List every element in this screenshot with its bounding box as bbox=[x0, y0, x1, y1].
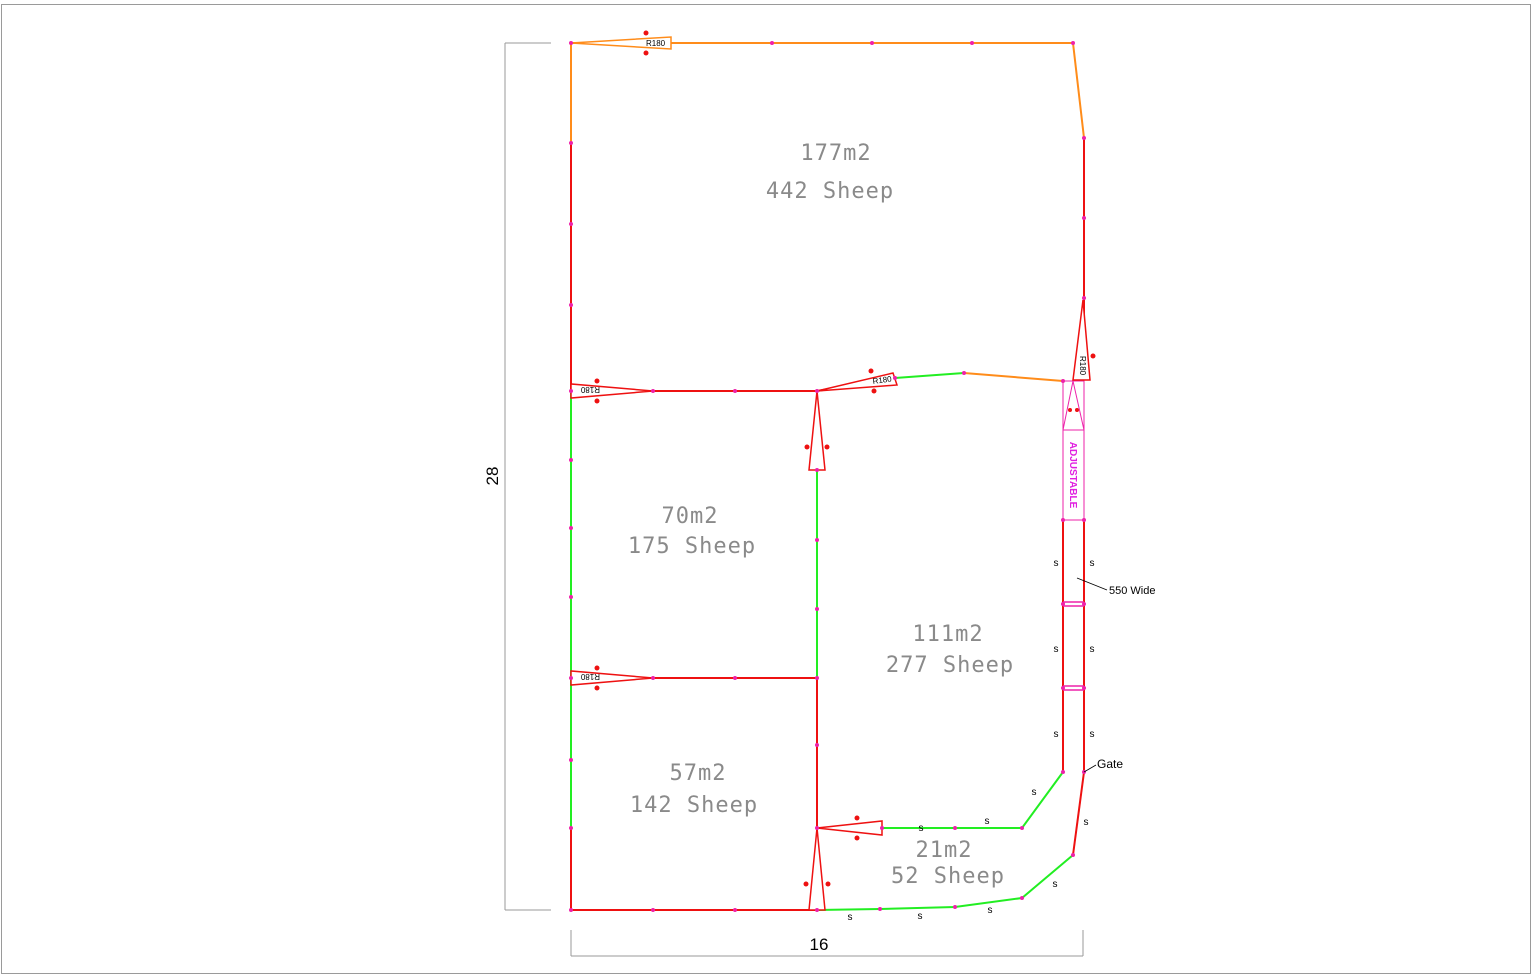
gate-hinge-marks bbox=[594, 30, 1096, 887]
dimension-height bbox=[504, 42, 551, 911]
s-marker-0: s bbox=[1054, 558, 1059, 569]
pen-4-sheep: 142 Sheep bbox=[630, 793, 758, 818]
gate-label-mid-right: R180 bbox=[872, 374, 893, 386]
gate-label-lower-left: R180 bbox=[580, 672, 600, 681]
fence-post-41 bbox=[1071, 853, 1075, 857]
fence-post-6 bbox=[1082, 216, 1086, 220]
fence-post-4 bbox=[1071, 41, 1075, 45]
fence-post-25 bbox=[815, 468, 819, 472]
fence-post-26 bbox=[815, 538, 819, 542]
fence-post-48 bbox=[1082, 602, 1086, 606]
fence-post-3 bbox=[970, 41, 974, 45]
pen-2-sheep: 175 Sheep bbox=[628, 534, 756, 559]
s-marker-9: s bbox=[985, 816, 990, 827]
fence-post-39 bbox=[1061, 770, 1065, 774]
fences-orange bbox=[570, 42, 1085, 382]
s-marker-5: s bbox=[1090, 729, 1095, 740]
gate-leader bbox=[1083, 764, 1097, 773]
pen-1-sheep: 442 Sheep bbox=[766, 179, 894, 204]
fence-post-9 bbox=[569, 222, 573, 226]
fence-post-38 bbox=[1020, 826, 1024, 830]
race-rungs bbox=[1063, 601, 1084, 691]
fence-post-29 bbox=[815, 743, 819, 747]
fence-post-43 bbox=[953, 905, 957, 909]
pen-2-area: 70m2 bbox=[662, 504, 719, 529]
s-marker-4: s bbox=[1054, 729, 1059, 740]
s-marker-1: s bbox=[1090, 558, 1095, 569]
fence-post-46 bbox=[1082, 518, 1086, 522]
gate-label-right: R180 bbox=[1078, 356, 1087, 376]
fence-post-49 bbox=[1061, 686, 1065, 690]
fence-post-19 bbox=[651, 389, 655, 393]
adjustable-section bbox=[1062, 380, 1085, 521]
fence-post-15 bbox=[569, 676, 573, 680]
dimension-height-label: 28 bbox=[483, 467, 502, 486]
pen-4-area: 57m2 bbox=[670, 761, 727, 786]
pen-5-area: 21m2 bbox=[916, 838, 973, 863]
fence-post-22 bbox=[893, 376, 897, 380]
fence-post-14 bbox=[569, 595, 573, 599]
fence-post-0 bbox=[569, 41, 573, 45]
drawing-frame bbox=[1, 4, 1531, 974]
fence-post-1 bbox=[770, 41, 774, 45]
pen-3-area: 111m2 bbox=[912, 622, 983, 647]
s-marker-8: s bbox=[1053, 879, 1058, 890]
fence-post-18 bbox=[569, 908, 573, 912]
fence-post-35 bbox=[733, 908, 737, 912]
fence-post-36 bbox=[880, 826, 884, 830]
fence-post-37 bbox=[953, 826, 957, 830]
gate-arrows bbox=[570, 36, 1091, 911]
s-markers: s s s s s s s s s s s s s s bbox=[848, 558, 1095, 923]
fence-post-34 bbox=[651, 908, 655, 912]
fence-post-42 bbox=[1020, 896, 1024, 900]
fence-post-31 bbox=[815, 908, 819, 912]
fence-posts bbox=[569, 41, 1086, 912]
fence-post-21 bbox=[815, 389, 819, 393]
s-marker-11: s bbox=[848, 912, 853, 923]
fence-post-2 bbox=[870, 41, 874, 45]
s-marker-2: s bbox=[1054, 644, 1059, 655]
s-marker-3: s bbox=[1090, 644, 1095, 655]
fence-post-11 bbox=[569, 389, 573, 393]
s-marker-6: s bbox=[1032, 787, 1037, 798]
fence-post-45 bbox=[1061, 518, 1065, 522]
fence-post-16 bbox=[569, 758, 573, 762]
fence-post-17 bbox=[569, 826, 573, 830]
s-marker-10: s bbox=[919, 823, 924, 834]
fence-post-23 bbox=[962, 371, 966, 375]
fence-post-8 bbox=[569, 141, 573, 145]
pen-1-area: 177m2 bbox=[800, 141, 871, 166]
fence-post-47 bbox=[1061, 602, 1065, 606]
adjustable-label: ADJUSTABLE bbox=[1067, 442, 1078, 509]
dimension-width-label: 16 bbox=[810, 935, 829, 954]
fence-post-10 bbox=[569, 303, 573, 307]
dimension-width bbox=[570, 930, 1084, 957]
fence-post-13 bbox=[569, 526, 573, 530]
pen-5-sheep: 52 Sheep bbox=[891, 864, 1005, 889]
fence-post-28 bbox=[815, 676, 819, 680]
race-width-label: 550 Wide bbox=[1109, 585, 1155, 597]
fence-post-27 bbox=[815, 607, 819, 611]
fence-post-32 bbox=[651, 676, 655, 680]
fence-post-33 bbox=[733, 676, 737, 680]
fence-post-20 bbox=[733, 389, 737, 393]
fence-post-7 bbox=[1082, 296, 1086, 300]
gate-label-mid-left: R180 bbox=[580, 385, 600, 394]
race-width-leader bbox=[1076, 577, 1108, 591]
fence-post-12 bbox=[569, 458, 573, 462]
gate-label-top: R180 bbox=[646, 39, 666, 48]
fence-post-44 bbox=[878, 907, 882, 911]
s-marker-12: s bbox=[918, 911, 923, 922]
fence-post-30 bbox=[815, 826, 819, 830]
fence-post-50 bbox=[1082, 686, 1086, 690]
fence-post-24 bbox=[1061, 379, 1065, 383]
fence-post-5 bbox=[1082, 136, 1086, 140]
pen-3-sheep: 277 Sheep bbox=[886, 653, 1014, 678]
gate-text: Gate bbox=[1097, 757, 1123, 771]
s-marker-7: s bbox=[1084, 817, 1089, 828]
s-marker-13: s bbox=[988, 905, 993, 916]
